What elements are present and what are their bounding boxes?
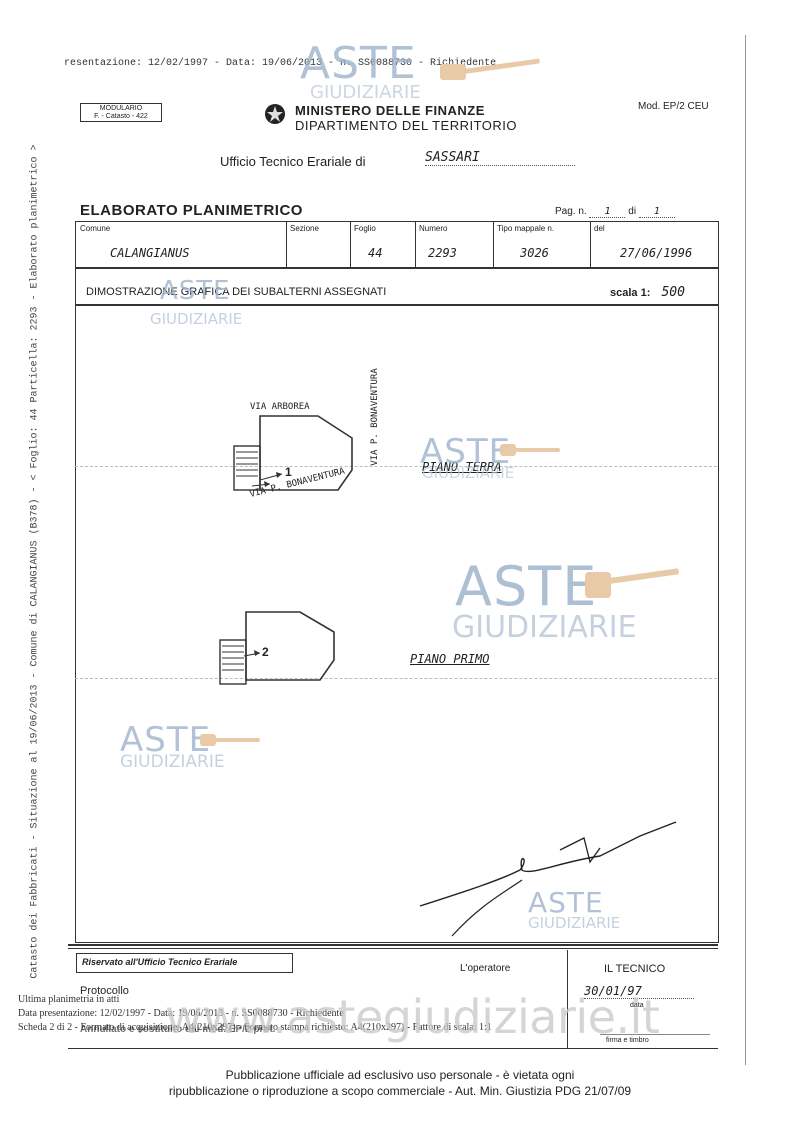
table-col-divider	[350, 221, 351, 267]
first-floor-plan	[219, 611, 335, 685]
watermark-aste: ASTE	[300, 38, 417, 89]
table-col-divider	[415, 221, 416, 267]
value-numero: 2293	[428, 246, 457, 260]
tecnico-date: 30/01/97	[584, 984, 694, 999]
publication-notice-line-1: Pubblicazione ufficiale ad esclusivo uso…	[225, 1068, 575, 1082]
data-label: data	[630, 1002, 644, 1009]
operatore-label: L'operatore	[460, 963, 511, 974]
scale-value: 500	[661, 285, 685, 300]
modulario-sub: F. - Catasto - 422	[94, 113, 148, 120]
watermark-giudiziarie: GIUDIZIARIE	[120, 752, 225, 772]
pag-label: Pag. n.	[555, 206, 587, 217]
table-col-divider	[286, 221, 287, 267]
gavel-icon	[585, 566, 680, 607]
floor-first-label: PIANO PRIMO	[410, 652, 490, 666]
firma-line	[600, 1034, 710, 1035]
scan-edge-line	[745, 35, 746, 1065]
watermark-aste: ASTE	[528, 886, 604, 919]
ground-floor-plan	[233, 415, 353, 491]
gavel-icon	[200, 730, 260, 755]
office-label: Ufficio Tecnico Erariale di	[220, 154, 366, 169]
ultima-planimetria: Ultima planimetria in atti	[18, 994, 120, 1005]
watermark-aste: ASTE	[420, 432, 512, 472]
reserved-box	[76, 953, 293, 973]
subaltern-2-label: 2	[262, 645, 269, 659]
fold-line	[75, 466, 717, 467]
republic-emblem-icon	[264, 101, 286, 127]
reserved-label: Riservato all'Ufficio Tecnico Erariale	[82, 957, 238, 967]
page-number: Pag. n. 1 di 1	[555, 206, 675, 218]
annullato-label: Annullato e sostituito dal mod. EP/2 pro…	[80, 1024, 276, 1035]
plan-frame	[75, 221, 719, 943]
scheda-info: Scheda 2 di 2 - Formato di acquisizione:…	[18, 1022, 492, 1033]
table-col-divider	[493, 221, 494, 267]
footer-divider	[68, 948, 718, 949]
mod-code: Mod. EP/2 CEU	[638, 101, 709, 112]
di-value: 1	[638, 206, 675, 218]
gavel-icon	[500, 440, 560, 465]
doc-title: ELABORATO PLANIMETRICO	[80, 202, 303, 219]
col-header-tipo: Tipo mappale n.	[497, 224, 555, 233]
value-comune: CALANGIANUS	[110, 246, 190, 260]
ministry-line-2: DIPARTIMENTO DEL TERRITORIO	[295, 118, 518, 133]
watermark-giudiziarie: GIUDIZIARIE	[150, 310, 243, 328]
street-side-label: VIA P. BONAVENTURA	[370, 368, 380, 466]
office-value: SASSARI	[425, 150, 575, 166]
watermark-giudiziarie: GIUDIZIARIE	[452, 610, 637, 645]
scale: scala 1: 500	[610, 285, 685, 300]
pag-value: 1	[589, 206, 626, 218]
section-divider	[75, 304, 718, 306]
value-del: 27/06/1996	[620, 246, 693, 260]
tecnico-col-divider	[567, 950, 568, 1048]
col-header-sezione: Sezione	[290, 224, 319, 233]
publication-notice-line-2: ripubblicazione o riproduzione a scopo c…	[168, 1084, 632, 1098]
modulario-label: MODULARIO	[99, 105, 143, 112]
col-header-numero: Numero	[419, 224, 448, 233]
watermark-giudiziarie: GIUDIZIARIE	[310, 82, 421, 103]
section-title: DIMOSTRAZIONE GRAFICA DEI SUBALTERNI ASS…	[86, 286, 387, 298]
col-header-comune: Comune	[80, 224, 111, 233]
floor-ground-label: PIANO TERRA	[422, 460, 502, 474]
watermark-url: www.astegiudiziarie.it	[165, 990, 660, 1044]
table-col-divider	[590, 221, 591, 267]
ministry-line-1: MINISTERO DELLE FINANZE	[295, 103, 485, 118]
col-header-foglio: Foglio	[354, 224, 376, 233]
footer-divider	[68, 944, 718, 946]
presentation-line: resentazione: 12/02/1997 - Data: 19/06/2…	[64, 58, 497, 69]
modulario-box: MODULARIO F. - Catasto - 422	[80, 103, 162, 122]
scale-label: scala 1:	[610, 287, 651, 299]
watermark-aste: ASTE	[160, 276, 231, 306]
gavel-icon	[440, 58, 540, 89]
protocollo-label: Protocollo	[80, 985, 129, 997]
watermark-giudiziarie: GIUDIZIARIE	[528, 914, 621, 932]
footer-bottom-line	[68, 1048, 718, 1050]
value-tipo: 3026	[520, 246, 549, 260]
subaltern-1-label: 1	[285, 465, 292, 479]
fold-line	[75, 678, 717, 679]
watermark-giudiziarie: GIUDIZIARIE	[422, 464, 515, 482]
di-label: di	[628, 206, 637, 217]
firma-label: firma e timbro	[606, 1037, 649, 1044]
signature-scribble	[419, 821, 677, 937]
watermark-aste: ASTE	[455, 555, 598, 618]
table-row-divider	[75, 267, 718, 269]
tecnico-label: IL TECNICO	[604, 963, 666, 975]
col-header-del: del	[594, 224, 605, 233]
data-presentazione: Data presentazione: 12/02/1997 - Data: 1…	[18, 1008, 344, 1019]
value-foglio: 44	[368, 246, 383, 260]
street-top-label: VIA ARBOREA	[250, 402, 310, 412]
watermark-aste: ASTE	[120, 720, 212, 760]
